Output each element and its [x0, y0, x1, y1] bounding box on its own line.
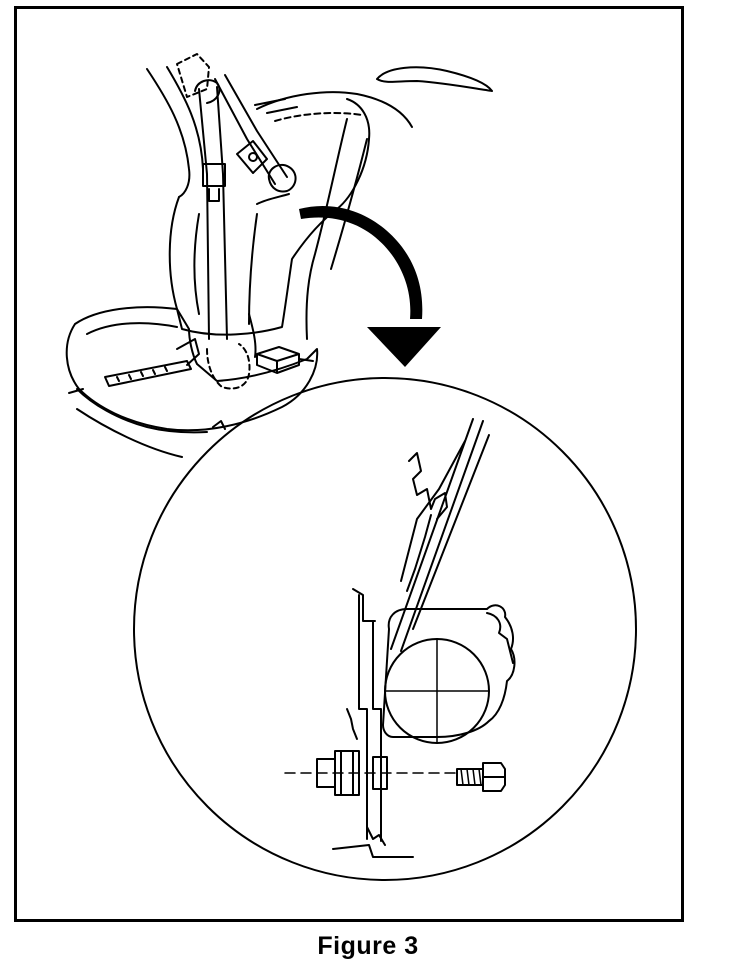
- seat-cushion-bottom-edge: [76, 408, 183, 458]
- floor-anchor-dashed: [206, 343, 251, 390]
- side-trim-right-2: [330, 138, 368, 270]
- retractor-spool-housing: [382, 604, 516, 738]
- figure-frame: [14, 6, 684, 922]
- detail-upper-bracket: [408, 452, 448, 520]
- retractor-bolt: [248, 152, 258, 162]
- detail-circle: [133, 377, 637, 881]
- detail-view: [133, 377, 637, 881]
- shoulder-belt-edge: [216, 86, 228, 340]
- spacer-right: [372, 756, 388, 790]
- retractor-housing: [267, 163, 297, 193]
- belt-latch-plate: [202, 163, 226, 187]
- buckle-connector: [256, 346, 300, 374]
- rear-seat-top-dashed: [274, 112, 363, 122]
- detail-callout-arrow: [299, 205, 441, 367]
- washer-lines: [340, 750, 354, 796]
- mounting-bolt: [456, 762, 506, 792]
- seat-overview: [65, 53, 493, 458]
- stalk-strap: [248, 313, 257, 358]
- seat-back: [168, 98, 371, 336]
- buckle-stalk: [176, 338, 200, 366]
- seat-back-side-line: [248, 213, 258, 325]
- connector-wires: [298, 358, 314, 362]
- figure-caption: Figure 3: [317, 932, 419, 960]
- housing-tab: [486, 612, 514, 664]
- bolt-threads: [460, 768, 482, 786]
- parcel-shelf-lines: [254, 98, 298, 114]
- arrow-head: [367, 327, 441, 367]
- shoulder-belt: [198, 88, 210, 340]
- side-trim-right: [305, 118, 348, 340]
- retractor-bracket: [236, 140, 268, 174]
- detail-upper-bracket-2: [406, 514, 432, 592]
- rear-headrest: [376, 66, 493, 92]
- seat-cushion-inner: [86, 322, 178, 335]
- seat-cushion: [65, 306, 319, 432]
- detail-belt-line-4: [400, 440, 466, 582]
- diagram-svg: [65, 53, 637, 881]
- pillar-trim-inner: [166, 66, 204, 170]
- retractor-mount: [256, 193, 290, 205]
- belt-latch-slot: [208, 188, 220, 202]
- seat-back-inner-line: [193, 213, 200, 315]
- pillar-trim: [146, 68, 191, 198]
- seat-cushion-front: [76, 388, 208, 434]
- belt-guide-upper: [176, 53, 210, 98]
- arrow-shaft: [299, 205, 423, 319]
- mounting-plate-top: [352, 588, 376, 622]
- bolt-head: [482, 762, 506, 792]
- nut-body: [334, 750, 360, 796]
- diagonal-guide: [214, 78, 276, 185]
- seat-rail-teeth: [116, 366, 168, 382]
- plate-bottom-bend: [332, 826, 414, 858]
- diagonal-guide-edge: [224, 74, 288, 178]
- spool-crosshair: [384, 638, 490, 744]
- mounting-plate: [358, 594, 382, 842]
- plate-flange: [346, 708, 358, 740]
- detail-belt-line-3: [412, 434, 490, 630]
- seat-rail: [104, 360, 192, 387]
- floor-detail: [68, 388, 226, 430]
- detail-belt-line-1: [390, 418, 474, 650]
- detail-belt-line-2: [400, 420, 484, 652]
